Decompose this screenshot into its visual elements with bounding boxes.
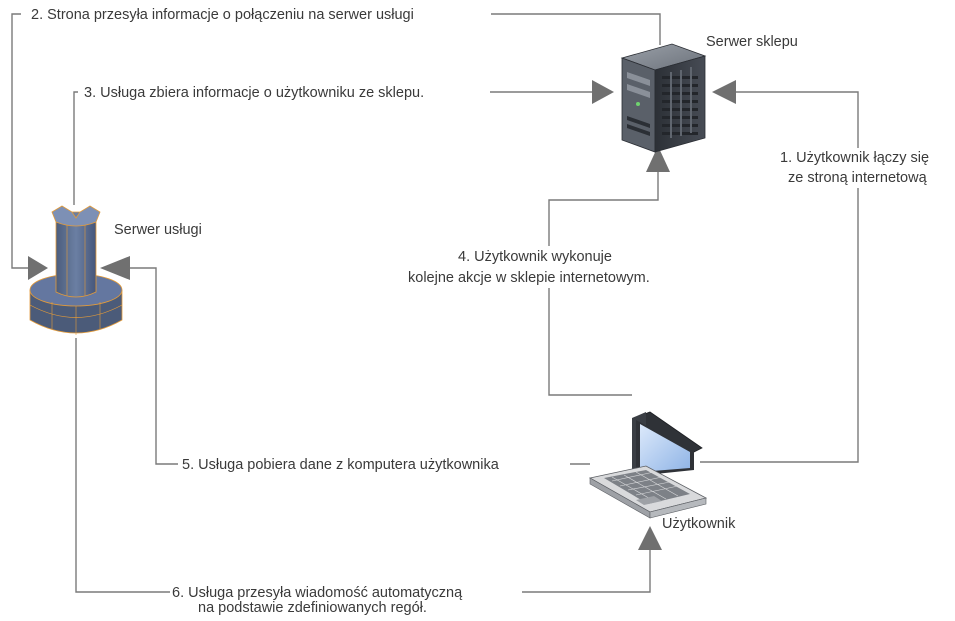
arrowhead-step-6 bbox=[638, 526, 662, 550]
label-step-4-line-1: 4. Użytkownik wykonuje bbox=[458, 249, 612, 265]
label-step-6-line-1: 6. Usługa przesyła wiadomość automatyczn… bbox=[172, 585, 463, 601]
label-step-1-line-2: ze stroną internetową bbox=[788, 170, 928, 186]
label-step-6-line-2: na podstawie zdefiniowanych regół. bbox=[198, 600, 427, 616]
connector-step-2 bbox=[11, 13, 661, 269]
server-tower-icon bbox=[620, 43, 707, 153]
connector-step-3 bbox=[73, 91, 592, 205]
label-user: Użytkownik bbox=[662, 516, 736, 532]
arrowhead-step-5 bbox=[100, 256, 130, 280]
label-step-1-line-1: 1. Użytkownik łączy się bbox=[780, 150, 929, 166]
connector-step-5 bbox=[130, 267, 590, 465]
connector-step-4 bbox=[548, 172, 659, 396]
label-step-4-line-2: kolejne akcje w sklepie internetowym. bbox=[408, 270, 650, 286]
service-server-icon bbox=[29, 205, 123, 335]
laptop-icon bbox=[588, 411, 708, 519]
arrowhead-step-2 bbox=[28, 256, 48, 280]
label-step-5: 5. Usługa pobiera dane z komputera użytk… bbox=[182, 457, 500, 473]
arrowhead-step-3 bbox=[592, 80, 614, 104]
connector-step-1 bbox=[700, 91, 859, 463]
label-step-3: 3. Usługa zbiera informacje o użytkownik… bbox=[84, 85, 424, 101]
label-step-2: 2. Strona przesyła informacje o połączen… bbox=[31, 7, 414, 23]
label-service-server: Serwer usługi bbox=[114, 222, 202, 238]
arrowhead-step-1 bbox=[712, 80, 736, 104]
arrowhead-step-4 bbox=[646, 146, 670, 172]
label-shop-server: Serwer sklepu bbox=[706, 34, 798, 50]
